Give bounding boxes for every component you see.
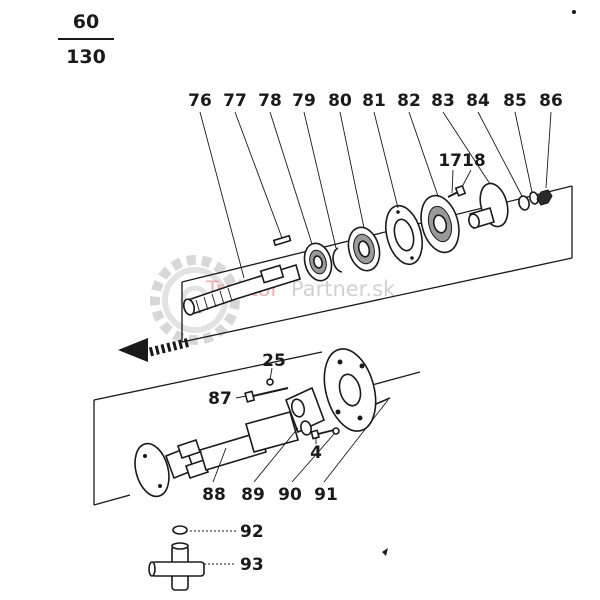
upper-frame-bottom <box>181 257 573 343</box>
callout-84: 84 <box>466 91 490 111</box>
part-92-ring <box>172 525 188 535</box>
callout-81: 81 <box>362 91 386 111</box>
cross-joint-assembly: 92 93 <box>148 522 264 591</box>
direction-arrow-icon <box>118 337 192 362</box>
upper-frame-top <box>181 185 573 283</box>
callout-25: 25 <box>262 351 286 371</box>
callout-88: 88 <box>202 485 226 505</box>
lower-assembly: 25 87 4 88 89 90 91 <box>93 348 421 506</box>
upper-assembly: 76 77 78 79 80 81 82 83 84 85 86 1718 <box>118 91 573 362</box>
callout-93: 93 <box>240 555 264 575</box>
upper-leader-lines <box>199 111 552 279</box>
callout-80: 80 <box>328 91 352 111</box>
part-82-cover <box>420 194 460 254</box>
lower-frame-bottom <box>93 494 131 506</box>
callout-1718: 1718 <box>438 151 485 171</box>
callout-89: 89 <box>241 485 265 505</box>
callout-77: 77 <box>223 91 247 111</box>
lower-frame-top-right <box>371 371 421 386</box>
part-93-cross-joint <box>148 542 205 591</box>
part-84-washer <box>518 195 530 211</box>
part-77-key <box>272 234 292 247</box>
callout-86: 86 <box>539 91 563 111</box>
page-number-top: 60 <box>73 11 99 33</box>
lower-frame-top <box>93 351 323 401</box>
callout-87: 87 <box>208 389 232 409</box>
part-86-nut <box>536 189 553 206</box>
part-78-bearing <box>303 242 333 282</box>
callout-78: 78 <box>258 91 282 111</box>
lower-leader-lines <box>212 367 389 483</box>
callout-76: 76 <box>188 91 212 111</box>
part-88-left-flange <box>134 438 210 498</box>
ink-mark <box>382 548 388 556</box>
callout-82: 82 <box>397 91 421 111</box>
part-17-18-bolt <box>447 184 467 198</box>
callout-85: 85 <box>503 91 527 111</box>
callout-92: 92 <box>240 522 264 542</box>
watermark-text-partner: Partner.sk <box>291 277 396 301</box>
callout-4: 4 <box>310 443 322 463</box>
part-90-washer <box>332 427 340 435</box>
page-number-bottom: 130 <box>66 46 106 68</box>
callout-83: 83 <box>431 91 455 111</box>
ink-dot <box>572 10 576 14</box>
part-89-yoke <box>284 386 326 436</box>
part-76-shaft <box>182 263 301 316</box>
callout-90: 90 <box>278 485 302 505</box>
callout-79: 79 <box>292 91 316 111</box>
part-4-bolt <box>310 429 335 440</box>
part-79-circlip <box>332 247 343 273</box>
callout-91: 91 <box>314 485 338 505</box>
part-88-drive-shaft <box>199 411 299 471</box>
part-87-bolt <box>244 387 289 403</box>
part-80-bearing <box>347 226 381 272</box>
part-81-gasket <box>385 204 423 266</box>
part-83-hub <box>468 182 509 229</box>
part-91-flange-disc <box>323 348 391 432</box>
